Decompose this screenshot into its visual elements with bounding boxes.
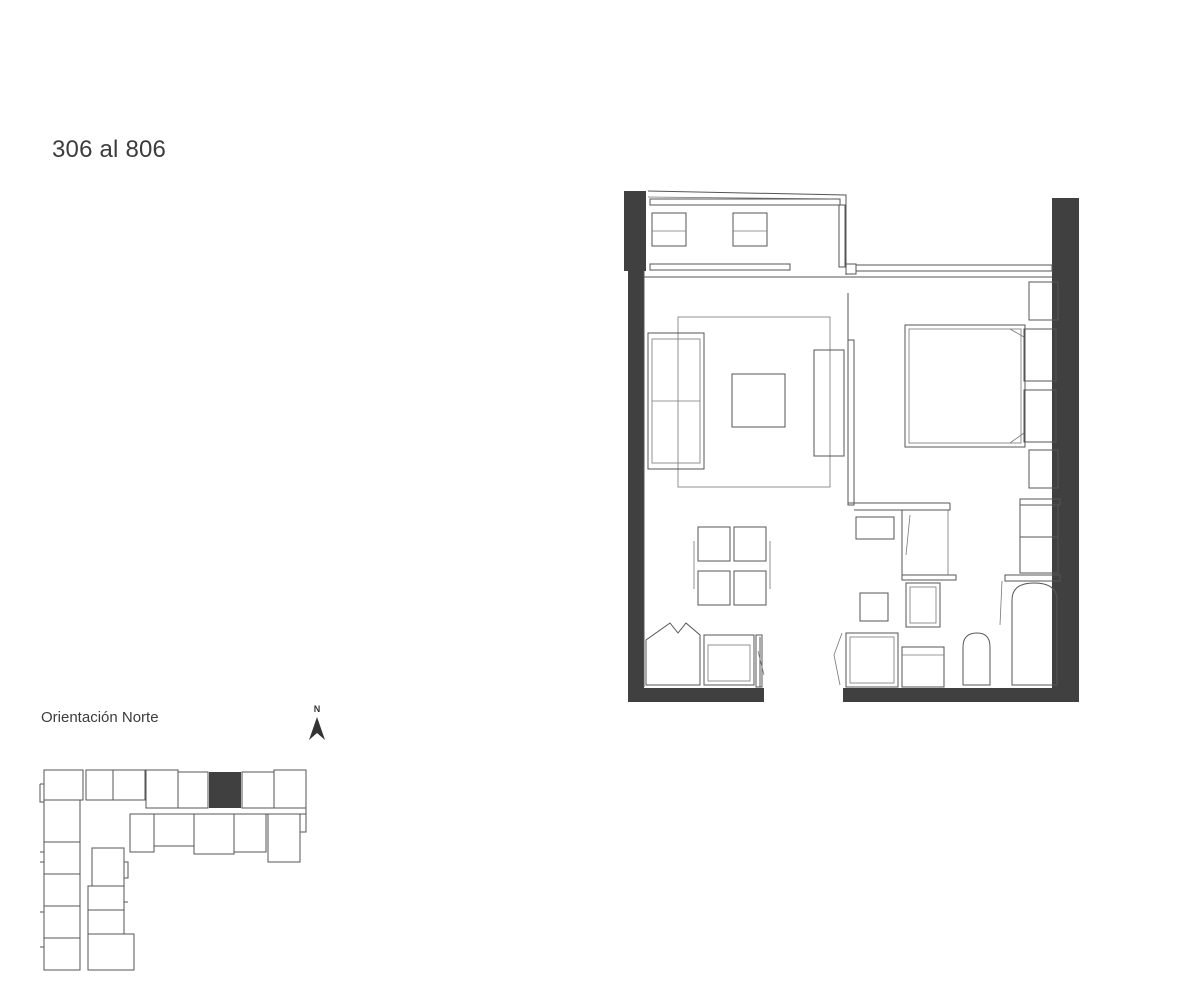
bed: [904, 324, 1026, 448]
wall-east: [1052, 198, 1079, 700]
wall-west: [628, 271, 644, 701]
rug: [677, 316, 831, 488]
kitchen-unit: [845, 632, 899, 688]
north-arrow-icon: N: [300, 700, 334, 744]
balcony: [647, 190, 1053, 275]
sink-cabinet: [859, 592, 889, 622]
bathtub: [1011, 582, 1058, 686]
living-room: [647, 316, 855, 506]
wall-south-right: [843, 688, 1079, 702]
nightstand: [1028, 281, 1059, 321]
tv-unit: [813, 349, 845, 457]
nightstand: [1028, 449, 1059, 489]
balcony-chair: [651, 212, 687, 247]
unit-title: 306 al 806: [52, 136, 167, 163]
dining-area: [693, 526, 771, 606]
unit-highlight: [209, 772, 241, 808]
coffee-table: [731, 373, 786, 428]
washer: [855, 516, 895, 540]
pillow: [1023, 389, 1057, 443]
shower: [901, 646, 945, 688]
vanity: [905, 582, 941, 628]
pillow: [1023, 328, 1057, 382]
entry-closet: [645, 622, 765, 688]
bathroom: [833, 503, 1061, 688]
wall-north-west: [624, 191, 646, 271]
floor-plan-drawing: [624, 190, 1079, 702]
sofa: [647, 332, 705, 470]
orientation-label: Orientación Norte: [41, 709, 159, 726]
toilet: [962, 632, 991, 686]
building-key-plan: [36, 762, 312, 976]
wall-south-left: [628, 688, 764, 702]
compass-letter: N: [314, 704, 321, 714]
floor-plan: [620, 185, 1090, 710]
balcony-chair: [732, 212, 768, 247]
bedroom: [904, 281, 1061, 574]
